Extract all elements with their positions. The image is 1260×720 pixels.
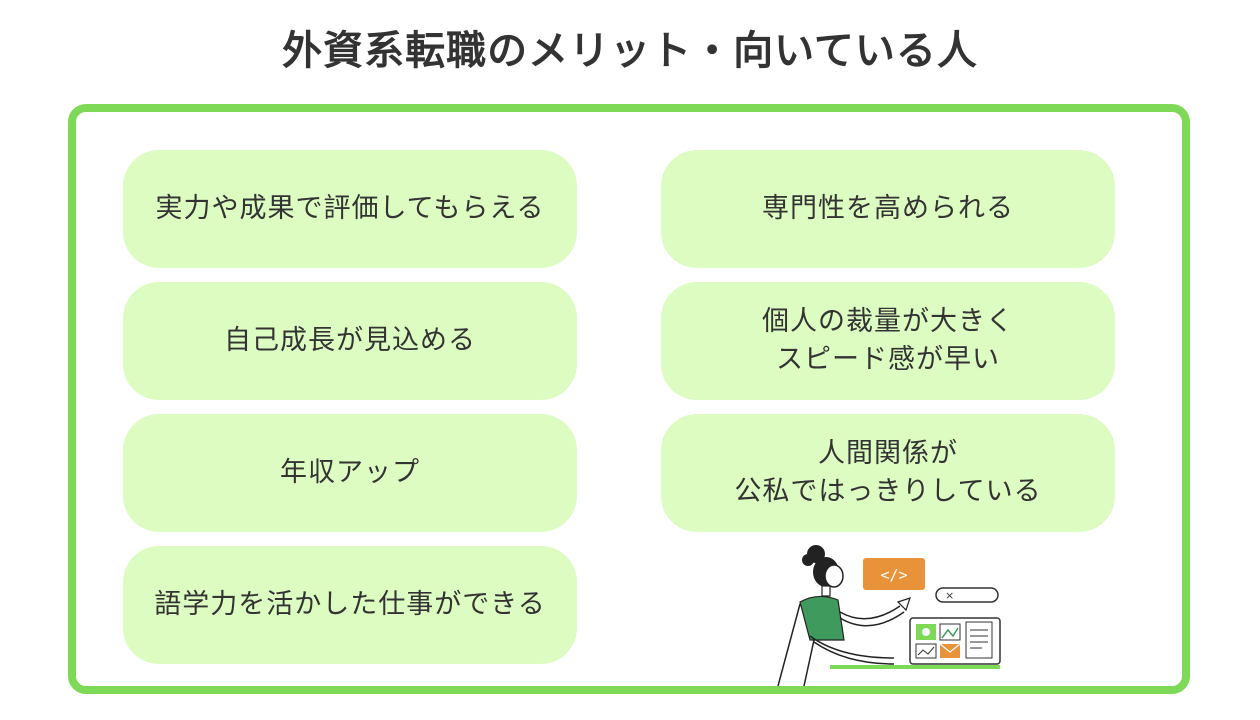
merit-card-salary: 年収アップ bbox=[123, 414, 577, 532]
card-text: 語学力を活かした仕事ができる bbox=[154, 589, 546, 620]
merit-card-relationships: 人間関係が 公私ではっきりしている bbox=[661, 414, 1115, 532]
card-text-line1: 人間関係が bbox=[818, 438, 958, 469]
card-text: 自己成長が見込める bbox=[224, 325, 476, 356]
search-bar-icon: × bbox=[935, 587, 999, 603]
document-icon bbox=[965, 621, 993, 659]
close-symbol: × bbox=[945, 589, 954, 602]
code-tag-text: </> bbox=[880, 566, 907, 584]
merit-card-expertise: 専門性を高められる bbox=[661, 150, 1115, 268]
merit-card-evaluation: 実力や成果で評価してもらえる bbox=[123, 150, 577, 268]
card-text-line2: スピード感が早い bbox=[776, 344, 1000, 375]
card-text: 年収アップ bbox=[280, 457, 420, 488]
chart-icon bbox=[915, 643, 937, 659]
person-at-laptop-icon: </> × bbox=[777, 545, 1001, 687]
merit-card-growth: 自己成長が見込める bbox=[123, 282, 577, 400]
merit-card-language: 語学力を活かした仕事ができる bbox=[123, 546, 577, 664]
page-title: 外資系転職のメリット・向いている人 bbox=[282, 28, 978, 74]
card-text: 専門性を高められる bbox=[762, 193, 1014, 224]
card-text-line2: 公私ではっきりしている bbox=[734, 476, 1042, 507]
card-text: 実力や成果で評価してもらえる bbox=[155, 193, 545, 224]
card-text-line1: 個人の裁量が大きく bbox=[762, 306, 1014, 337]
merit-card-discretion: 個人の裁量が大きく スピード感が早い bbox=[661, 282, 1115, 400]
code-tag-icon: </> bbox=[863, 558, 925, 590]
